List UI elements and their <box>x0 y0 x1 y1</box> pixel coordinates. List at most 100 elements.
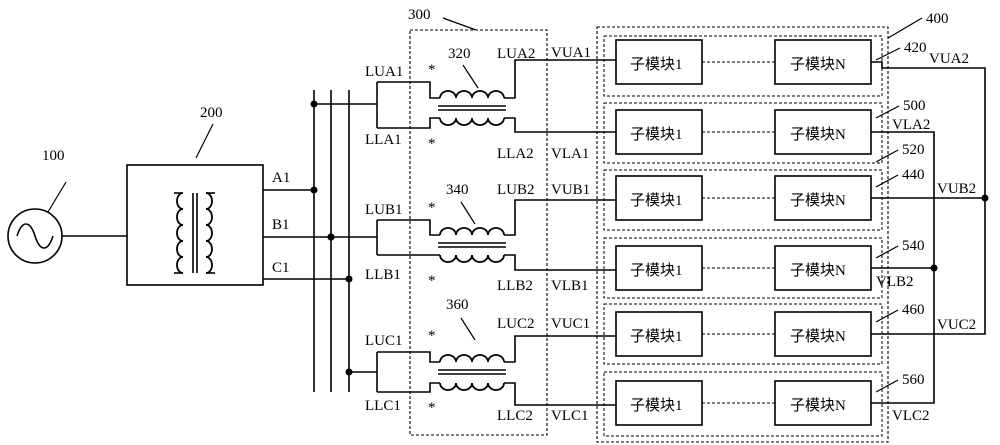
submodule-last-label: 子模块N <box>790 328 846 345</box>
arm-input-label: VUA1 <box>551 45 591 61</box>
arm-output-label: VLB2 <box>876 274 914 290</box>
arm-number: 440 <box>902 167 925 183</box>
arm-input-wires: VUA1 VLA1 VUB1 VLB1 VUC1 VLC1 <box>548 45 616 424</box>
submodule-last-label: 子模块N <box>790 56 846 73</box>
upper-out-label: LUA2 <box>497 46 535 62</box>
upper-in-label: LUB1 <box>365 202 403 218</box>
arm-number: 520 <box>902 142 925 158</box>
arm-number: 560 <box>902 372 925 388</box>
transformer-leader-line <box>195 123 214 159</box>
arm-input-label: VUB1 <box>551 182 590 198</box>
submodule-last-box <box>774 380 872 426</box>
bus-a1-label: A1 <box>272 170 290 186</box>
arm-dashed-frame <box>603 371 883 437</box>
coupler-phase-c: 360 * * LUC1 LLC1 LUC2 LLC2 <box>349 297 548 424</box>
submodule-first-label: 子模块1 <box>630 397 683 414</box>
polarity-star: * <box>428 136 436 152</box>
arm-input-label: VLB1 <box>551 278 589 294</box>
coupler-label: 340 <box>446 182 469 198</box>
transformer-box <box>126 164 264 286</box>
submodule-last-box <box>774 109 872 155</box>
arm-output-label: VUC2 <box>937 317 976 333</box>
bus-outputs: A1 B1 C1 <box>263 170 349 280</box>
inductor-coil-icon <box>439 382 505 391</box>
arm-input-label: VLA1 <box>551 146 589 162</box>
arm-output-wires: VUA2 VLA2 VUB2 VLB2 VUC2 VLC2 <box>871 51 989 424</box>
coupler-group-box <box>409 29 548 436</box>
arm-output-label: VLC2 <box>892 408 930 424</box>
arm-rows: 子模块1 子模块N 子模块1 子模块N 子模块1 子模块N 子模块1 子模块N … <box>603 35 883 437</box>
inductor-coil-icon <box>439 354 505 363</box>
submodule-last-box <box>774 311 872 357</box>
submodule-first-label: 子模块1 <box>630 262 683 279</box>
upper-in-label: LUA1 <box>365 64 403 80</box>
arm-dashed-frame <box>603 102 883 164</box>
junction-dot <box>981 194 989 202</box>
arm-output-label: VLA2 <box>892 117 930 133</box>
lower-out-label: LLA2 <box>497 146 534 162</box>
submodule-first-label: 子模块1 <box>630 56 683 73</box>
coupler-label: 360 <box>446 297 469 313</box>
submodule-last-label: 子模块N <box>790 397 846 414</box>
bus-b1-label: B1 <box>272 217 290 233</box>
junction-dot <box>345 275 353 283</box>
arm-output-label: VUB2 <box>937 181 976 197</box>
submodule-first-box <box>615 109 703 155</box>
upper-in-label: LUC1 <box>365 333 403 349</box>
submodule-last-label: 子模块N <box>790 126 846 143</box>
lower-out-label: LLB2 <box>497 278 533 294</box>
inductor-coil-icon <box>439 90 505 99</box>
lower-in-label: LLB1 <box>365 267 401 283</box>
polarity-star: * <box>428 200 436 216</box>
arm-group-label: 400 <box>926 11 949 27</box>
arm-input-label: VLC1 <box>551 408 589 424</box>
coupler-phase-a: 320 * * LUA1 LLA1 LUA2 LLA2 <box>314 46 548 162</box>
inductor-coil-icon <box>439 117 505 126</box>
submodule-first-label: 子模块1 <box>630 126 683 143</box>
arm-number: 460 <box>902 302 925 318</box>
polarity-star: * <box>428 400 436 416</box>
lower-in-label: LLC1 <box>365 398 401 414</box>
polarity-star: * <box>428 62 436 78</box>
submodule-last-label: 子模块N <box>790 262 846 279</box>
arm-group-box <box>596 26 889 443</box>
upper-out-label: LUC2 <box>497 316 535 332</box>
source-leader-line <box>47 181 67 213</box>
ac-source: 100 <box>7 148 67 264</box>
junction-dot <box>930 264 938 272</box>
submodule-first-label: 子模块1 <box>630 328 683 345</box>
arm-output-label: VUA2 <box>929 51 969 67</box>
lower-in-label: LLA1 <box>365 132 402 148</box>
source-label: 100 <box>42 148 65 164</box>
busbars <box>310 90 353 392</box>
submodule-first-label: 子模块1 <box>630 192 683 209</box>
lower-group-label: 500 <box>903 98 926 114</box>
arm-input-label: VUC1 <box>551 316 590 332</box>
junction-dot <box>310 186 318 194</box>
coupler-label: 320 <box>448 46 471 62</box>
inductor-coil-icon <box>439 227 505 236</box>
upper-out-label: LUB2 <box>497 182 535 198</box>
transformer-secondary-coil-icon <box>205 192 213 274</box>
coupler-phase-b: 340 * * LUB1 LLB1 LUB2 LLB2 <box>331 182 548 294</box>
sine-wave-icon <box>16 223 54 249</box>
arm-numbers: 420 500 520 440 540 460 560 <box>875 40 927 393</box>
submodule-last-label: 子模块N <box>790 192 846 209</box>
transformer-primary-coil-icon <box>176 192 184 274</box>
submodule-first-box <box>615 175 703 221</box>
coupler-group-label: 300 <box>408 7 431 23</box>
transformer: 200 <box>126 105 264 286</box>
lower-out-label: LLC2 <box>497 408 533 424</box>
arm-dashed-frame <box>603 169 883 231</box>
inductor-coil-icon <box>439 254 505 263</box>
transformer-label: 200 <box>200 105 223 121</box>
arm-number: 540 <box>902 238 925 254</box>
polarity-star: * <box>428 273 436 289</box>
bus-c1-label: C1 <box>272 260 290 276</box>
coupler-group-leader <box>442 17 477 31</box>
submodule-last-box <box>774 175 872 221</box>
polarity-star: * <box>428 328 436 344</box>
submodule-first-box <box>615 245 703 291</box>
arm-number: 420 <box>904 40 927 56</box>
